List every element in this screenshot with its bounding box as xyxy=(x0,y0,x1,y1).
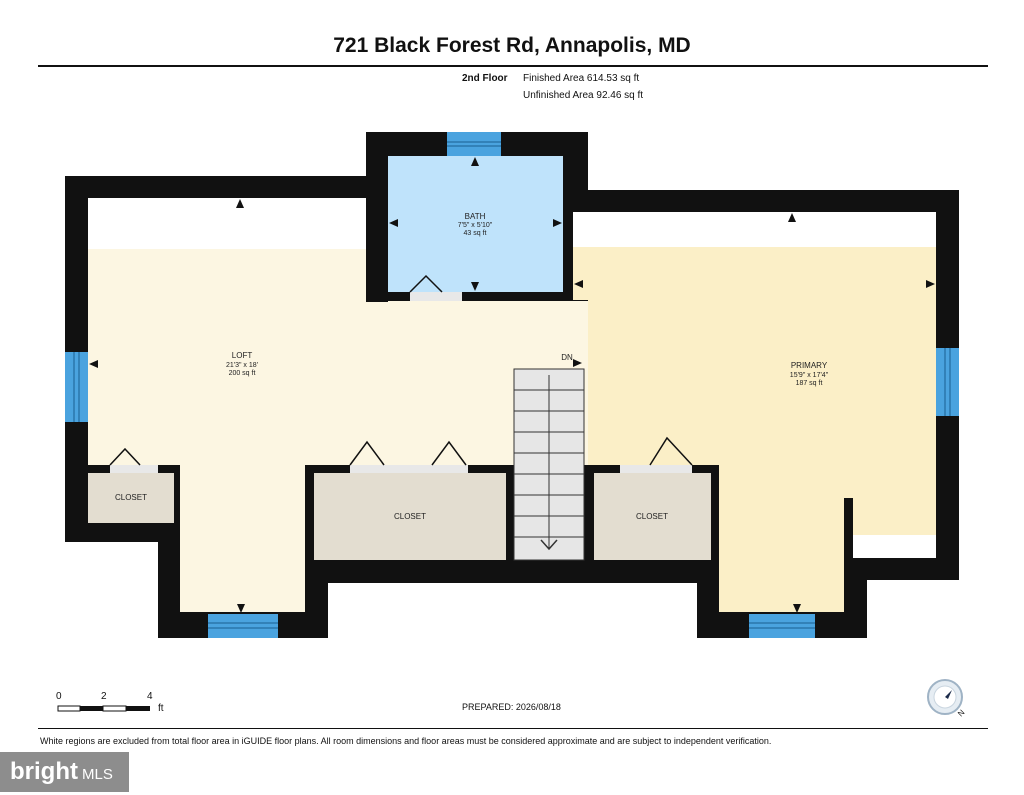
scale-unit: ft xyxy=(158,703,164,714)
compass-label: N xyxy=(956,708,967,719)
bath-floor xyxy=(388,156,563,292)
scale-tick-4: 4 xyxy=(147,691,153,702)
closet-mid-label: CLOSET xyxy=(394,512,426,521)
windows xyxy=(65,348,959,638)
scale-tick-0: 0 xyxy=(56,691,62,702)
loft-dims: 21'3" x 18' xyxy=(226,362,258,369)
prepared-date: PREPARED: 2026/08/18 xyxy=(462,702,561,712)
closet-right-label: CLOSET xyxy=(636,512,668,521)
closet-left xyxy=(88,473,174,523)
bath-area: 43 sq ft xyxy=(464,230,487,237)
staircase xyxy=(513,368,585,561)
unfinished-area: Unfinished Area 92.46 sq ft xyxy=(523,90,644,101)
bath-dims: 7'5" x 5'10" xyxy=(458,222,493,229)
scale-tick-2: 2 xyxy=(101,691,107,702)
closet-mid xyxy=(314,473,506,560)
scale-bar xyxy=(57,705,150,712)
primary-area: 187 sq ft xyxy=(796,380,823,387)
loft-floor xyxy=(88,247,598,612)
footer-divider xyxy=(38,728,988,729)
loft-area: 200 sq ft xyxy=(229,370,256,377)
badge-mls: MLS xyxy=(81,766,113,783)
disclaimer-text: White regions are excluded from total fl… xyxy=(40,736,772,746)
badge-brand: bright xyxy=(10,758,78,785)
bath-window xyxy=(447,132,501,156)
primary-name: PRIMARY xyxy=(791,361,828,370)
bath-name: BATH xyxy=(465,212,486,221)
stairs-dn-label: DN xyxy=(561,353,573,362)
plan-title: 721 Black Forest Rd, Annapolis, MD xyxy=(333,34,691,57)
floor-name: 2nd Floor xyxy=(462,73,508,84)
measure-arrows xyxy=(89,157,935,613)
primary-dims: 15'9" x 17'4" xyxy=(790,372,829,379)
loft-name: LOFT xyxy=(232,351,253,360)
compass-icon: N xyxy=(927,679,967,719)
header-divider xyxy=(38,65,988,67)
finished-area: Finished Area 614.53 sq ft xyxy=(523,73,640,84)
closet-left-label: CLOSET xyxy=(115,493,147,502)
primary-floor xyxy=(573,247,936,612)
closet-right xyxy=(594,473,711,560)
